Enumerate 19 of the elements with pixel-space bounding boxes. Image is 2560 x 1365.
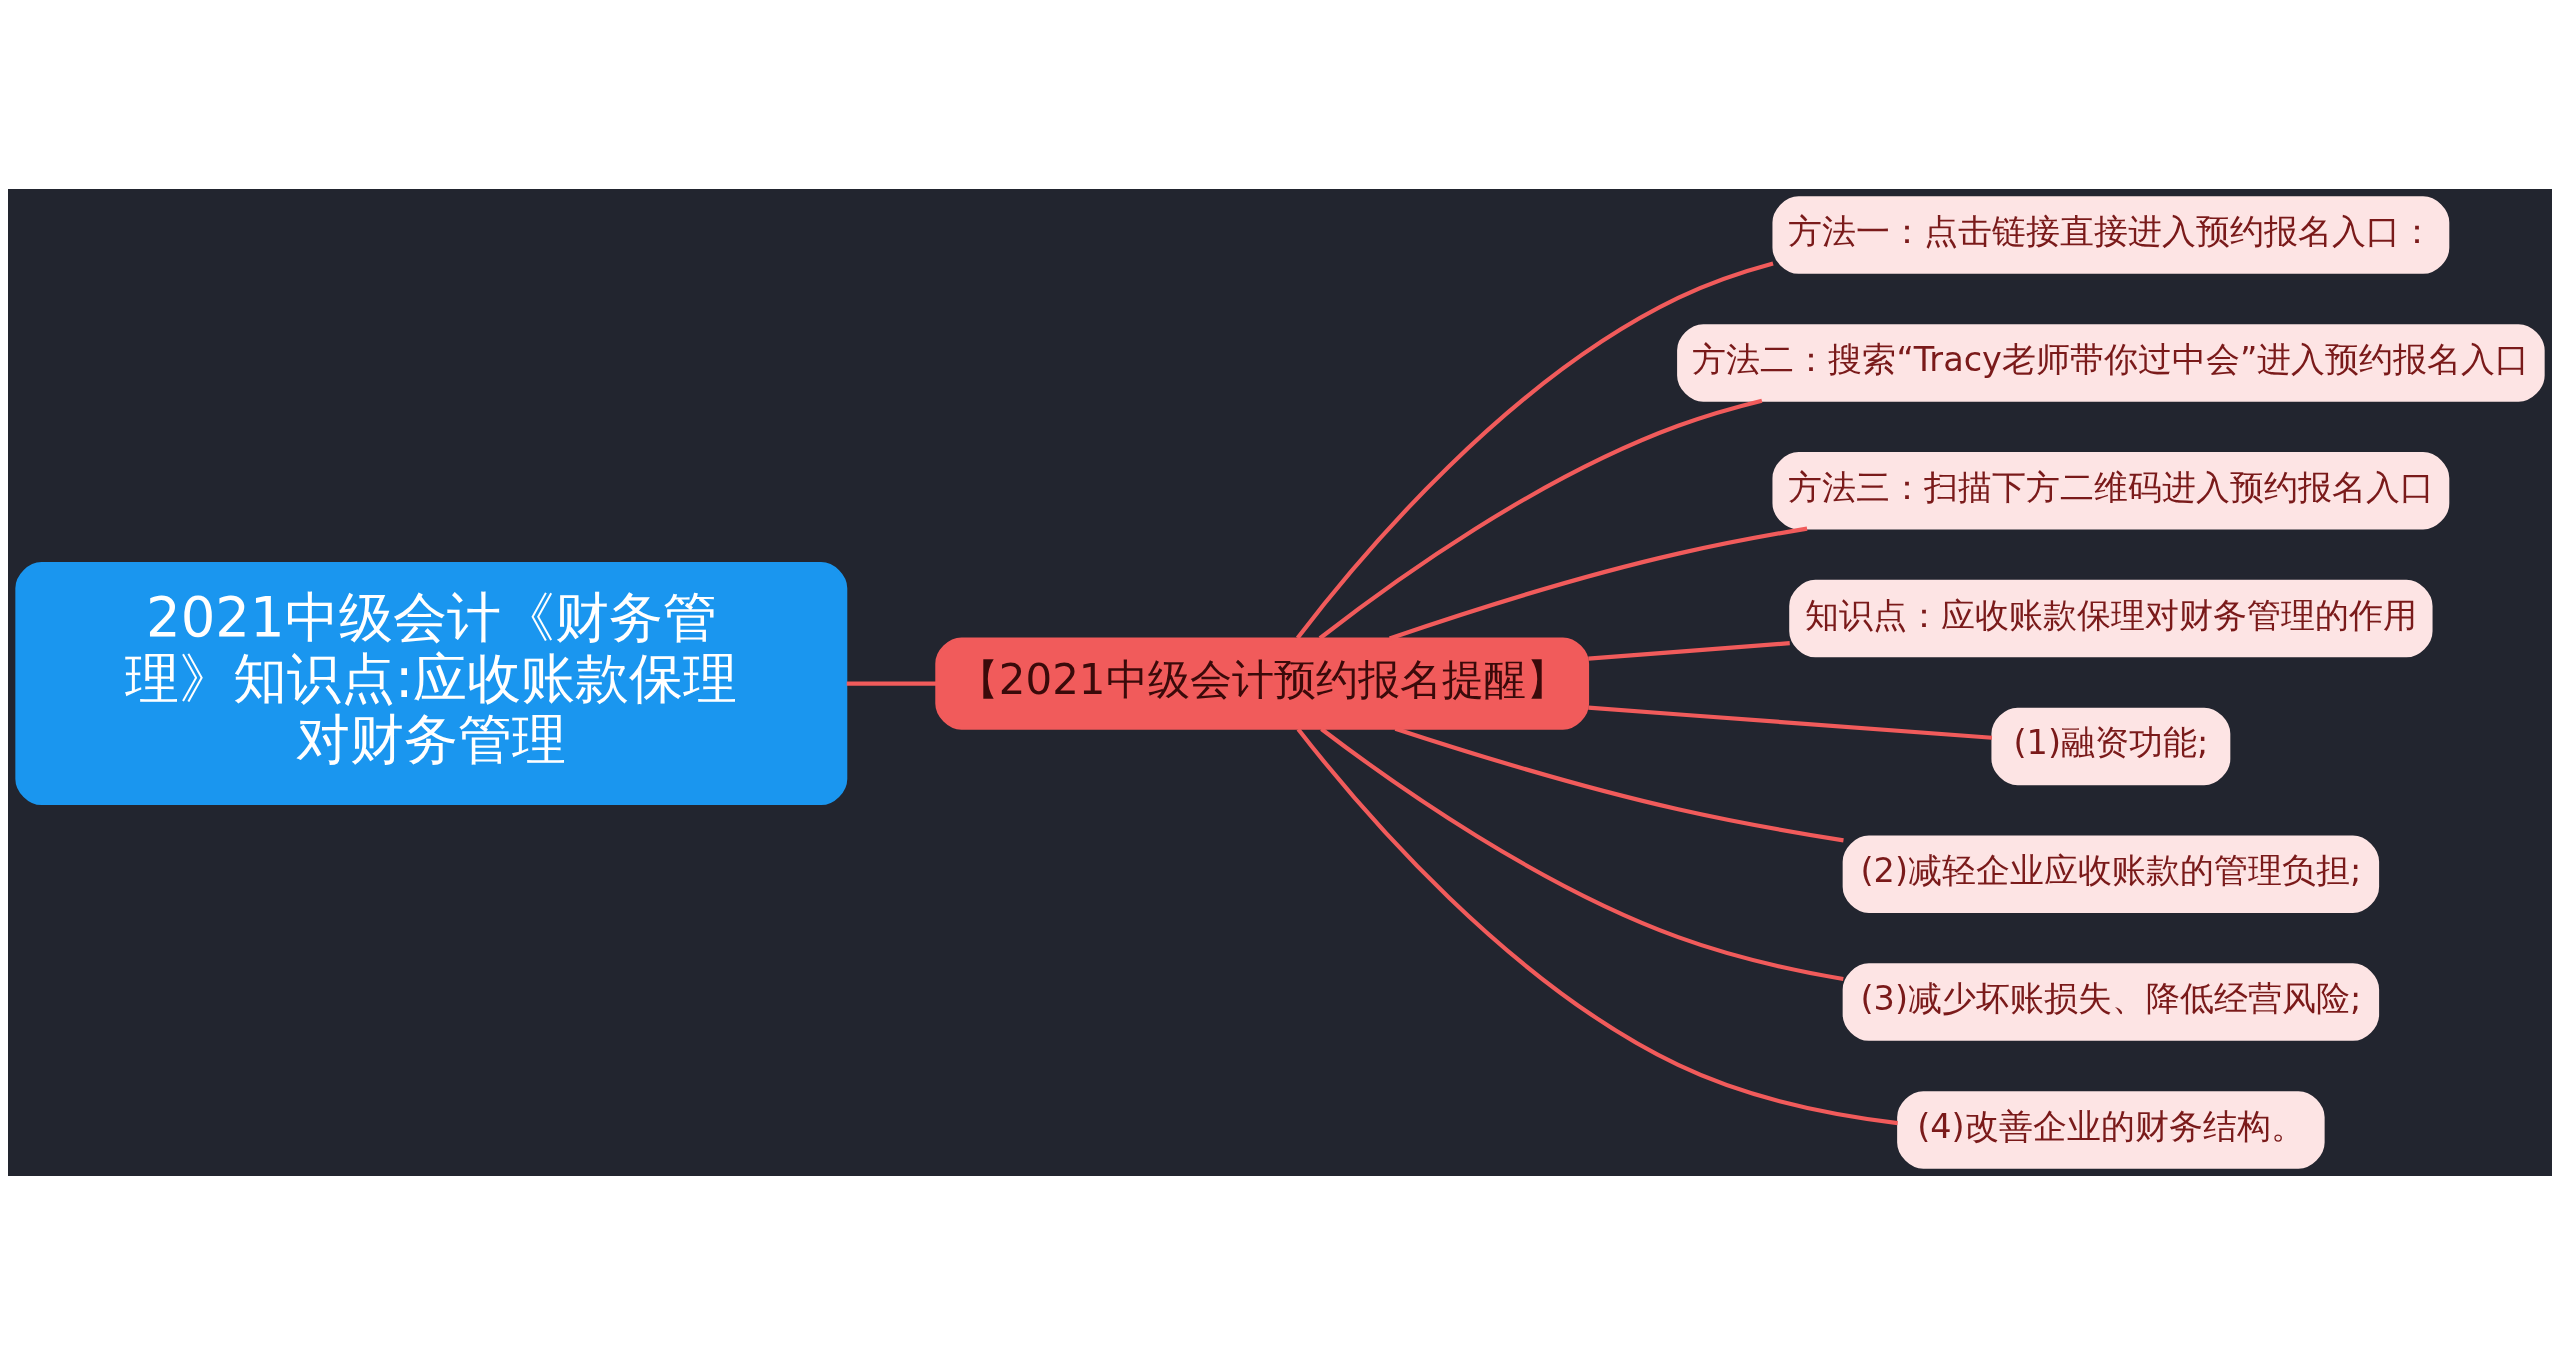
node-box: 【2021中级会计预约报名提醒】 (935, 637, 1590, 730)
node-box: (4)改善企业的财务结构。 (1897, 1091, 2325, 1169)
connector (1320, 727, 1844, 982)
node-box: 方法三：扫描下方二维码进入预约报名入口 (1772, 452, 2450, 530)
node-box: 知识点：应收账款保理对财务管理的作用 (1789, 579, 2433, 658)
connector (1295, 261, 1774, 640)
node-box: 方法一：点击链接直接进入预约报名入口： (1772, 196, 2450, 274)
connector (1318, 398, 1763, 640)
connector (1588, 705, 1993, 740)
node-box: (3)减少坏账损失、降低经营风险; (1842, 963, 2380, 1041)
node-box: 方法二：搜索“Tracy老师带你过中会”进入预约报名入口 (1677, 324, 2545, 402)
connector (1588, 641, 1790, 661)
node-box: (2)减轻企业应收账款的管理负担; (1842, 835, 2380, 913)
node-box: 2021中级会计《财务管理》知识点:应收账款保理对财务管理 (15, 562, 848, 806)
connector (1388, 526, 1808, 641)
connector (1394, 726, 1844, 843)
connector (1296, 727, 1898, 1126)
connector (846, 681, 937, 686)
node-box: (1)融资功能; (1991, 707, 2231, 786)
